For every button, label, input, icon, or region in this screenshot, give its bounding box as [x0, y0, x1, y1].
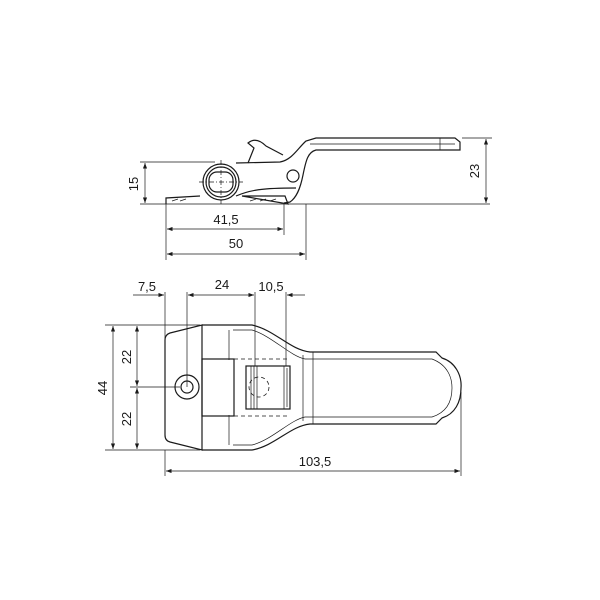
dim-label-7-5: 7,5 [138, 279, 156, 294]
top-view-part [164, 324, 462, 451]
dim-label-41-5: 41,5 [213, 212, 238, 227]
dim-label-44: 44 [95, 381, 110, 395]
lever [235, 137, 461, 204]
dim-label-22-upper: 22 [119, 350, 134, 364]
lever-edge [310, 138, 455, 150]
dim-label-10-5: 10,5 [258, 279, 283, 294]
hidden-edges [234, 358, 290, 417]
dim-label-15: 15 [126, 177, 141, 191]
dim-label-23: 23 [467, 164, 482, 178]
pivot-centerline [199, 160, 243, 204]
dim-label-103-5: 103,5 [299, 454, 332, 469]
hinge-block [201, 358, 235, 417]
hidden-spring-circle [248, 376, 270, 398]
side-view-part [165, 137, 461, 205]
dim-label-22-lower: 22 [119, 412, 134, 426]
body-lines [228, 330, 314, 445]
spring-coils [250, 366, 288, 409]
dim-label-24: 24 [215, 277, 229, 292]
body-outline [202, 324, 462, 451]
top-view-dimensions: 7,5 24 10,5 44 22 22 103,5 [95, 277, 462, 476]
dim-label-50: 50 [229, 236, 243, 251]
body-inner-edge [233, 329, 453, 446]
trigger-tab [247, 139, 284, 164]
lever-rivet [286, 169, 300, 183]
plate-hatching [171, 198, 277, 202]
side-view-dimensions: 15 23 41,5 50 [126, 137, 492, 260]
base-plate [165, 195, 289, 205]
end-cap [164, 324, 203, 451]
spring-slot [245, 365, 291, 410]
